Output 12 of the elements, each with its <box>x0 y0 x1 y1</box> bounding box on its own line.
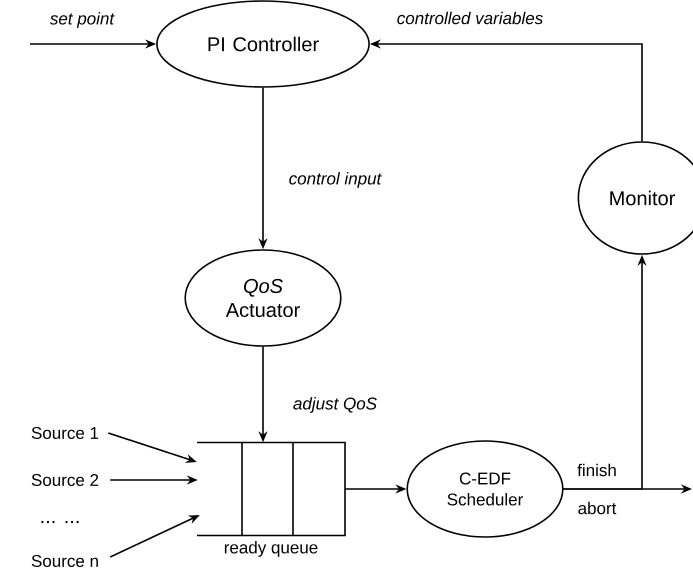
source-label: Source 2 <box>32 474 98 486</box>
edge-label: controlled variables <box>396 10 544 26</box>
line-label: finish <box>576 462 618 478</box>
edge-label: adjust QoS <box>292 396 378 414</box>
queue-caption: ready queue <box>224 541 318 557</box>
source-label: Source 1 <box>32 426 98 440</box>
edge-label: control input <box>288 171 382 189</box>
line-label: abort <box>576 500 618 516</box>
edge-label: set point <box>48 11 116 29</box>
queue-drawing <box>197 442 346 536</box>
source-label: Source n <box>32 554 98 568</box>
ellipsis-dots: ... ... <box>38 520 82 524</box>
